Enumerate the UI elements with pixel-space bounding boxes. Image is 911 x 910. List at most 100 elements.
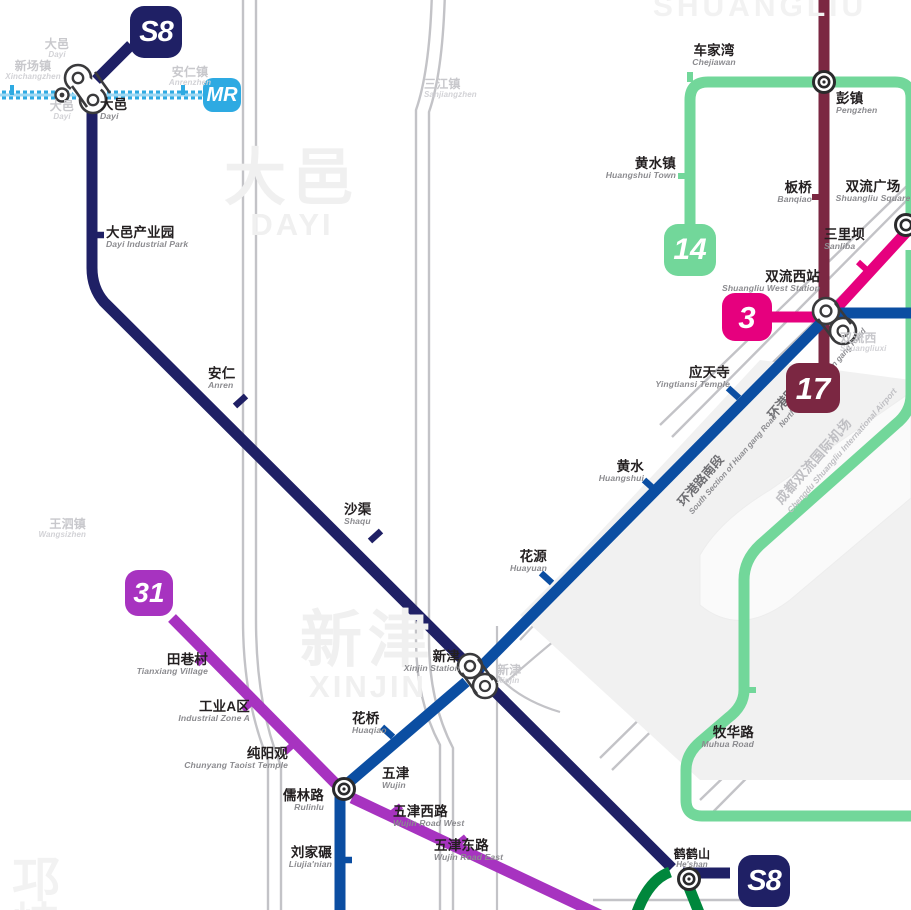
- line-badge-17-label: 17: [795, 370, 831, 406]
- interchange-dayi: [63, 63, 112, 115]
- station-label-rulinlu[interactable]: 儒林路 Rulinlu: [228, 789, 324, 812]
- huaqiao-cn: 花桥: [352, 711, 380, 726]
- chejiawan-cn: 车家湾: [693, 43, 735, 58]
- line-badge-14[interactable]: 14: [664, 224, 716, 276]
- shuangliu-west-en: Shuangliu West Station: [721, 283, 820, 294]
- station-label-dayi-industrial-park[interactable]: 大邑产业园 Dayi Industrial Park: [106, 226, 188, 249]
- interchange-xinjin: [456, 652, 499, 700]
- sanjiangzhen-en: Sanjiangzhen: [424, 89, 477, 99]
- line-badge-14-label: 14: [673, 233, 707, 266]
- dayi-mr-cn: 大邑: [49, 99, 75, 113]
- line-14-ticks: [678, 72, 756, 693]
- huayuan-en: Huayuan: [510, 563, 547, 574]
- huangshuizhen-en: Huangshui Town: [605, 170, 676, 181]
- station-label-heshan[interactable]: 鹤鹤山 He'shan: [656, 848, 728, 869]
- shuangliu-west-cn: 双流西站: [765, 269, 820, 284]
- shuangliuxi-cn: 双流西: [840, 331, 877, 345]
- station-label-wujin-road-east[interactable]: 五津东路 Wujin Road East: [434, 839, 503, 862]
- line-badge-s8-bottom[interactable]: S8: [738, 855, 790, 907]
- interchange-pengzhen: [812, 70, 836, 94]
- station-label-anren[interactable]: 安仁 Anren: [208, 367, 235, 390]
- station-label-anrenzhen[interactable]: 安仁镇 Anrenzhen: [150, 66, 230, 87]
- industrial-a-cn: 工业A区: [198, 699, 250, 714]
- line-badge-3-label: 3: [738, 299, 756, 335]
- station-label-shuangliuxi[interactable]: 双流西 Shuangliuxi: [840, 332, 886, 353]
- station-label-huangshui-town[interactable]: 黄水镇 Huangshui Town: [586, 157, 676, 180]
- muhua-cn: 牧华路: [712, 725, 754, 740]
- tianxiang-en: Tianxiang Village: [136, 666, 208, 677]
- dayi-mr-en: Dayi: [53, 111, 71, 121]
- dayi-top-cn: 大邑: [44, 37, 70, 51]
- rulinlu-en: Rulinlu: [294, 802, 324, 813]
- anren-en: Anren: [208, 380, 234, 391]
- station-label-dayi-mr[interactable]: 大邑 Dayi: [30, 100, 94, 121]
- station-label-sanliba[interactable]: 三里坝 Sanliba: [824, 228, 865, 251]
- station-label-shuangliu-west-station[interactable]: 双流西站 Shuangliu West Station: [696, 270, 820, 293]
- line-31-ticks: [194, 651, 469, 849]
- line-badge-mr-label: MR: [206, 84, 238, 106]
- line-badge-mr[interactable]: MR: [203, 78, 241, 112]
- station-label-wangsizhen[interactable]: 王泗镇 Wangsizhen: [0, 518, 86, 539]
- station-label-huayuan[interactable]: 花源 Huayuan: [465, 550, 547, 573]
- interchange-sanliba: [894, 213, 911, 237]
- station-label-xinjin-station[interactable]: 新津 Xinjin Station: [368, 650, 460, 673]
- station-label-huaqiao[interactable]: 花桥 Huaqiao: [352, 712, 387, 735]
- interchange-markers: [63, 63, 911, 891]
- huayuan-cn: 花源: [519, 549, 547, 564]
- dayi-s8-en: Dayi: [100, 111, 119, 122]
- station-label-xinchangzhen[interactable]: 新场镇 Xinchangzhen: [0, 60, 70, 81]
- line-badge-s8-top[interactable]: S8: [130, 6, 182, 58]
- liujianian-en: Liujia'nian: [288, 859, 332, 870]
- xinchangzhen-en: Xinchangzhen: [5, 71, 61, 81]
- station-label-sanjiangzhen[interactable]: 三江镇 Sanjiangzhen: [424, 78, 477, 99]
- station-label-huangshui[interactable]: 黄水 Huangshui: [562, 460, 644, 483]
- station-label-shaqu[interactable]: 沙渠 Shaqu: [344, 503, 371, 526]
- rulinlu-cn: 儒林路: [282, 788, 324, 803]
- line-blue-ticks: [340, 385, 742, 864]
- sanliba-cn: 三里坝: [824, 227, 866, 242]
- station-label-wujin[interactable]: 五津 Wujin: [382, 767, 409, 790]
- line-badge-s8-bottom-label: S8: [747, 864, 781, 897]
- station-label-chejiawan[interactable]: 车家湾 Chejiawan: [668, 44, 760, 67]
- line-badge-31[interactable]: 31: [125, 570, 173, 616]
- station-label-dayi-top[interactable]: 大邑 Dayi: [25, 38, 89, 59]
- station-label-yingtiansi-temple[interactable]: 应天寺 Yingtiansi Temple: [612, 366, 730, 389]
- sanliba-en: Sanliba: [824, 241, 856, 252]
- station-label-industrial-zone-a[interactable]: 工业A区 Industrial Zone A: [110, 700, 250, 723]
- line-blue-main: [334, 307, 911, 910]
- station-label-shuangliu-square[interactable]: 双流广场 Shuangliu Square: [832, 180, 911, 203]
- station-label-wujin-road-west[interactable]: 五津西路 Wujin Road West: [393, 805, 464, 828]
- xinjin-ghost-en: Xinjin: [497, 675, 520, 685]
- yingtiansi-cn: 应天寺: [688, 365, 730, 380]
- interchange-rulinlu: [332, 777, 356, 801]
- shuangliu-sq-cn: 双流广场: [845, 179, 901, 194]
- tianxiang-cn: 田巷村: [166, 652, 208, 667]
- station-label-chunyang-taoist-temple[interactable]: 纯阳观 Chunyang Taoist Temple: [128, 747, 288, 770]
- line-badge-3[interactable]: 3: [722, 293, 772, 341]
- station-label-xinjin-ghost[interactable]: 新津 Xinjin: [497, 664, 521, 685]
- interchange-shuangliu-west: [811, 296, 858, 346]
- pengzhen-en: Pengzhen: [836, 105, 878, 116]
- huangshui-cn: 黄水: [616, 459, 644, 474]
- huangshuizhen-cn: 黄水镇: [634, 156, 676, 171]
- shuangliuxi-en: Shuangliuxi: [840, 343, 887, 353]
- pengzhen-cn: 彭镇: [836, 91, 864, 106]
- station-label-tianxiang-village[interactable]: 田巷村 Tianxiang Village: [86, 653, 208, 676]
- chunyang-en: Chunyang Taoist Temple: [184, 760, 288, 771]
- wujin-en: Wujin: [382, 780, 406, 791]
- anrenzhen-cn: 安仁镇: [171, 65, 209, 79]
- station-label-liujianian[interactable]: 刘家碾 Liujia'nian: [228, 846, 332, 869]
- dayi-ind-park-en: Dayi Industrial Park: [106, 239, 189, 250]
- chejiawan-en: Chejiawan: [692, 57, 736, 68]
- station-label-dayi-s8[interactable]: 大邑 Dayi: [100, 98, 127, 121]
- station-label-banqiao[interactable]: 板桥 Banqiao: [746, 181, 812, 204]
- line-badge-17[interactable]: 17: [786, 363, 840, 413]
- station-label-pengzhen[interactable]: 彭镇 Pengzhen: [836, 92, 877, 115]
- wujin-east-cn: 五津东路: [434, 838, 489, 853]
- chunyang-cn: 纯阳观: [246, 746, 288, 761]
- xinchangzhen-cn: 新场镇: [14, 59, 52, 73]
- sanjiangzhen-cn: 三江镇: [424, 77, 461, 91]
- shaqu-cn: 沙渠: [344, 502, 372, 517]
- station-label-muhua-road[interactable]: 牧华路 Muhua Road: [656, 726, 754, 749]
